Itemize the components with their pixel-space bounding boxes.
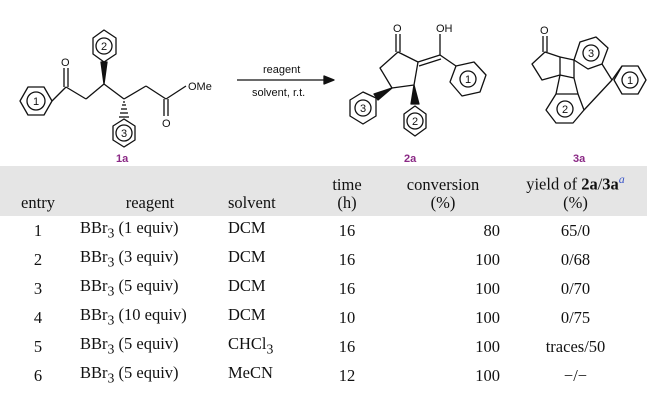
reactant-ring-2-number: 2 <box>101 41 107 53</box>
cell-time: 16 <box>338 249 356 269</box>
cell-entry: 1 <box>33 220 43 240</box>
cell-entry: 3 <box>33 278 43 298</box>
arrow-reagent-text: reagent <box>263 64 300 76</box>
cell-reagent: BBr3 (5 equiv) <box>80 362 179 386</box>
product-2a-oh-label: OH <box>436 23 453 35</box>
cell-yield: −/− <box>563 365 588 385</box>
reactant-ester-oxygen-label: O <box>162 118 171 130</box>
table-row: 4 BBr3 (10 equiv) DCM 10 100 0/75 <box>0 303 647 332</box>
cell-conversion: 80 <box>483 220 501 240</box>
cell-entry: 5 <box>33 336 43 356</box>
cell-reagent: BBr3 (5 equiv) <box>80 275 179 299</box>
cell-yield: traces/50 <box>545 336 606 356</box>
cell-solvent: DCM <box>228 304 266 324</box>
cell-time: 12 <box>338 365 356 385</box>
product-2a-ring-1-number: 1 <box>465 74 471 86</box>
header-yield: yield of 2a/3aa(%) <box>526 172 625 212</box>
header-solvent: solvent <box>228 192 276 212</box>
cell-conversion: 100 <box>475 336 500 356</box>
cell-reagent: BBr3 (10 equiv) <box>80 304 187 328</box>
cell-yield: 65/0 <box>560 220 591 240</box>
cell-conversion: 100 <box>475 278 500 298</box>
cell-conversion: 100 <box>475 365 500 385</box>
cell-yield: 0/70 <box>560 278 591 298</box>
product-3a-structure <box>531 36 647 124</box>
cell-time: 16 <box>338 278 356 298</box>
product-3a-ring-3-number: 3 <box>588 48 594 60</box>
cell-yield: 0/68 <box>560 249 591 269</box>
cell-reagent: BBr3 (3 equiv) <box>80 246 179 270</box>
product-2a-oxygen-label: O <box>393 23 402 35</box>
product-2a-label: 2a <box>404 153 417 165</box>
product-3a-oxygen-label: O <box>540 25 549 37</box>
cell-reagent: BBr3 (5 equiv) <box>80 333 179 357</box>
cell-solvent: DCM <box>228 217 266 237</box>
table-header-row: entry reagent solvent time(h) conversion… <box>0 166 647 216</box>
cell-yield: 0/75 <box>560 307 591 327</box>
table-row: 1 BBr3 (1 equiv) DCM 16 80 65/0 <box>0 216 647 245</box>
cell-time: 16 <box>338 336 356 356</box>
product-3a-ring-1-number: 1 <box>627 75 633 87</box>
cell-entry: 2 <box>33 249 43 269</box>
cell-conversion: 100 <box>475 307 500 327</box>
reactant-label: 1a <box>116 153 129 165</box>
reactant-ring-1-number: 1 <box>33 96 39 108</box>
optimization-table: entry reagent solvent time(h) conversion… <box>0 166 647 390</box>
cell-solvent: DCM <box>228 275 266 295</box>
product-2a-structure <box>349 34 487 137</box>
header-entry: entry <box>21 192 55 212</box>
reactant-structure <box>19 29 187 148</box>
cell-time: 10 <box>338 307 356 327</box>
reactant-ome-label: OMe <box>188 81 212 93</box>
arrow-conditions-text: solvent, r.t. <box>252 87 305 99</box>
product-2a-ring-2-number: 2 <box>412 116 418 128</box>
footnote-marker: a <box>618 172 625 186</box>
table-row: 3 BBr3 (5 equiv) DCM 16 100 0/70 <box>0 274 647 303</box>
table-row: 6 BBr3 (5 equiv) MeCN 12 100 −/− <box>0 361 647 390</box>
reaction-scheme: O OMe O 1 2 3 1a reagent solvent, r.t. O… <box>19 23 647 165</box>
table-row: 2 BBr3 (3 equiv) DCM 16 100 0/68 <box>0 245 647 274</box>
cell-entry: 6 <box>33 365 43 385</box>
cell-time: 16 <box>338 220 356 240</box>
cell-reagent: BBr3 (1 equiv) <box>80 217 179 241</box>
product-3a-label: 3a <box>573 153 586 165</box>
reactant-oxygen-label: O <box>61 57 70 69</box>
header-conversion: conversion(%) <box>406 174 480 212</box>
header-time: time(h) <box>332 174 362 212</box>
cell-conversion: 100 <box>475 249 500 269</box>
product-2a-ring-3-number: 3 <box>360 103 366 115</box>
table-row: 5 BBr3 (5 equiv) CHCl3 16 100 traces/50 <box>0 332 647 361</box>
product-3a-ring-2-number: 2 <box>562 104 568 116</box>
cell-solvent: DCM <box>228 246 266 266</box>
cell-solvent: CHCl3 <box>228 333 274 357</box>
reactant-ring-3-number: 3 <box>121 128 127 140</box>
cell-solvent: MeCN <box>228 362 273 382</box>
header-reagent: reagent <box>125 192 175 212</box>
cell-entry: 4 <box>33 307 43 327</box>
